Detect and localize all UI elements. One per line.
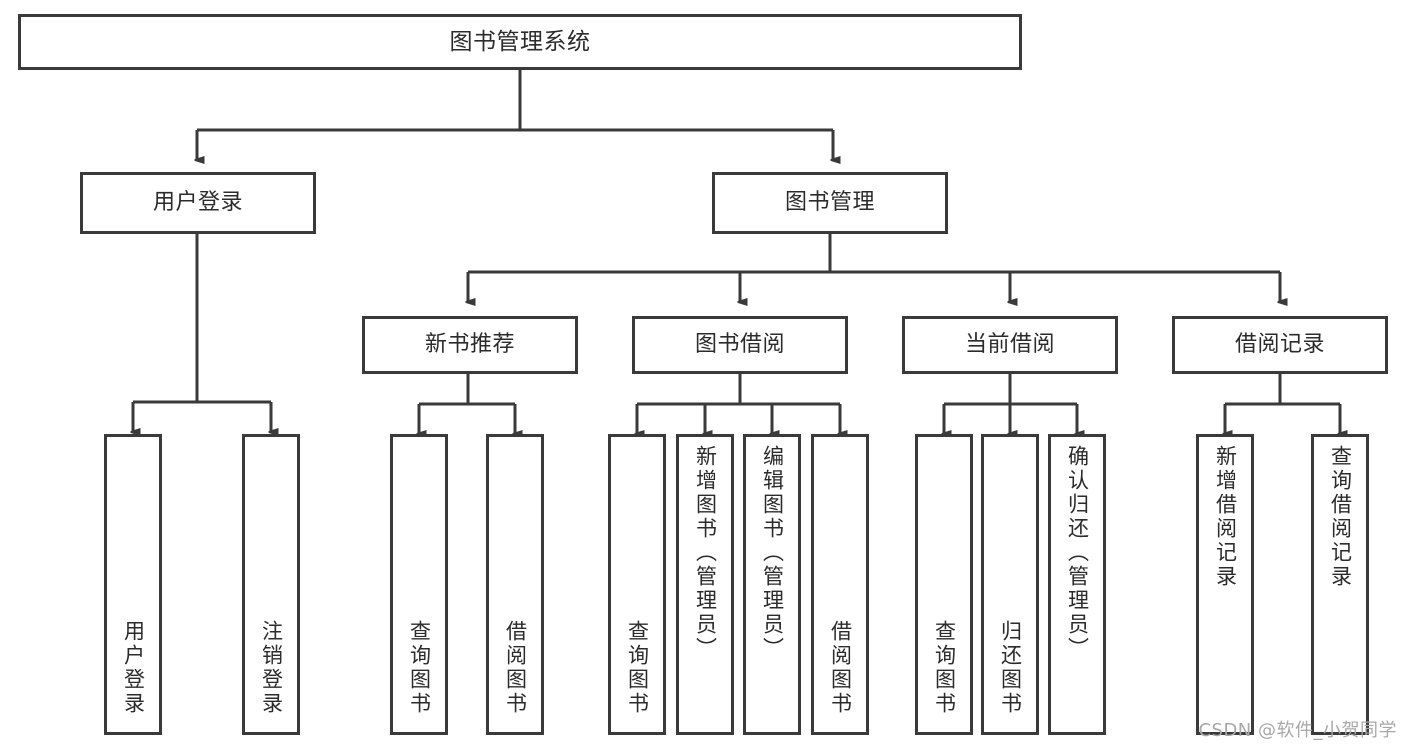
leaf-edit-book-admin[interactable]: 编辑图书（管理员） xyxy=(743,434,801,735)
node-root-system[interactable]: 图书管理系统 xyxy=(18,14,1022,70)
node-label: 查询借阅记录 xyxy=(1328,445,1353,589)
node-label: 注销登录 xyxy=(259,620,284,716)
node-label: 用户登录 xyxy=(121,620,146,716)
node-label: 借阅图书 xyxy=(828,620,853,716)
node-label: 新增图书（管理员） xyxy=(693,445,718,661)
leaf-user-login[interactable]: 用户登录 xyxy=(104,434,162,735)
leaf-logout-login[interactable]: 注销登录 xyxy=(242,434,300,735)
leaf-query-book-2[interactable]: 查询图书 xyxy=(608,434,666,735)
leaf-query-book-1[interactable]: 查询图书 xyxy=(390,434,448,735)
node-label: 归还图书 xyxy=(998,620,1023,716)
leaf-query-borrow-record[interactable]: 查询借阅记录 xyxy=(1311,434,1369,735)
leaf-query-book-3[interactable]: 查询图书 xyxy=(915,434,973,735)
node-label: 新增借阅记录 xyxy=(1213,445,1238,589)
leaf-add-book-admin[interactable]: 新增图书（管理员） xyxy=(676,434,734,735)
node-current-borrow[interactable]: 当前借阅 xyxy=(902,316,1118,374)
node-label: 当前借阅 xyxy=(964,332,1055,358)
node-label: 新书推荐 xyxy=(424,332,515,358)
node-borrow-record[interactable]: 借阅记录 xyxy=(1172,316,1388,374)
node-new-book-recommend[interactable]: 新书推荐 xyxy=(362,316,578,374)
leaf-borrow-book-2[interactable]: 借阅图书 xyxy=(811,434,869,735)
node-label: 图书借阅 xyxy=(694,332,785,358)
node-label: 确认归还（管理员） xyxy=(1065,445,1090,661)
node-book-borrow[interactable]: 图书借阅 xyxy=(632,316,848,374)
leaf-borrow-book-1[interactable]: 借阅图书 xyxy=(486,434,544,735)
node-label: 查询图书 xyxy=(625,620,650,716)
node-label: 编辑图书（管理员） xyxy=(760,445,785,661)
leaf-return-book[interactable]: 归还图书 xyxy=(981,434,1039,735)
node-book-management[interactable]: 图书管理 xyxy=(712,172,948,234)
node-label: 用户登录 xyxy=(152,190,243,216)
node-user-login[interactable]: 用户登录 xyxy=(80,172,316,234)
node-label: 查询图书 xyxy=(407,620,432,716)
node-label: 图书管理系统 xyxy=(449,28,591,55)
node-label: 图书管理 xyxy=(784,190,875,216)
node-label: 借阅图书 xyxy=(503,620,528,716)
watermark-text: CSDN @软件_小贺同学 xyxy=(1198,720,1397,741)
leaf-add-borrow-record[interactable]: 新增借阅记录 xyxy=(1196,434,1254,735)
node-label: 查询图书 xyxy=(932,620,957,716)
node-label: 借阅记录 xyxy=(1234,332,1325,358)
leaf-confirm-return-admin[interactable]: 确认归还（管理员） xyxy=(1048,434,1106,735)
